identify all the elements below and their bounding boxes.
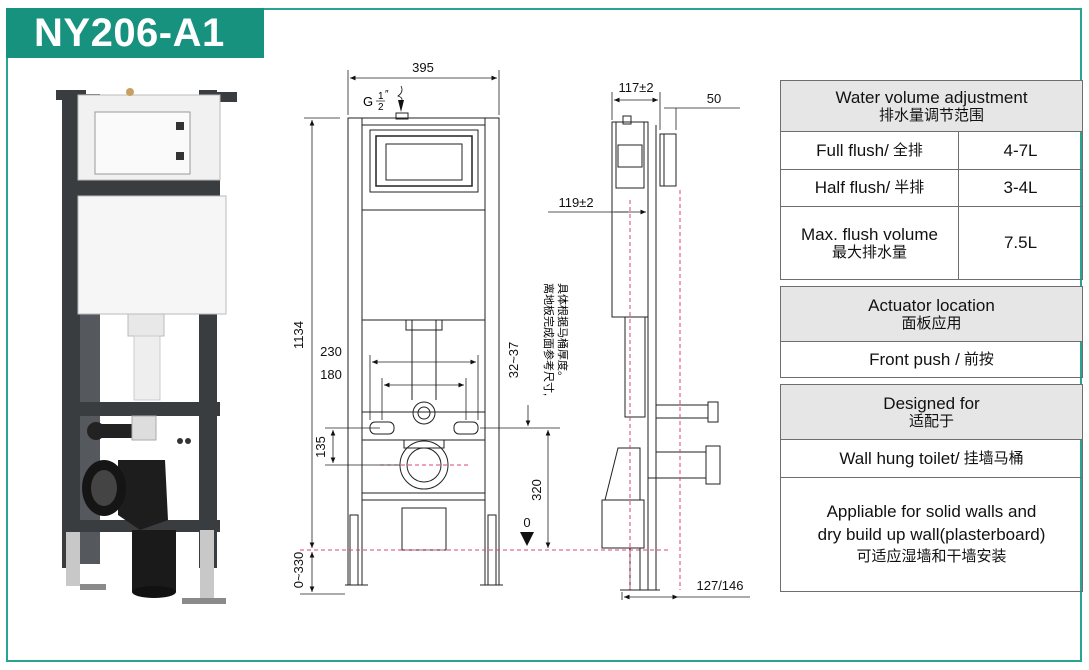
actuator-header-cn: 面板应用 [901, 315, 962, 333]
actuator-header-en: Actuator location [868, 295, 995, 315]
floor-note-line2: 具体根据马桶厚度。 [556, 283, 570, 382]
product-photo [56, 88, 237, 604]
side-view-centerlines [629, 190, 681, 590]
side-view-drawing [601, 115, 721, 591]
wall-types-line2: dry build up wall(plasterboard) [817, 525, 1046, 545]
half-flush-en: Half flush/ [814, 178, 891, 198]
half-flush-value: 3-4L [1003, 178, 1038, 198]
dim-1134: 1134 [291, 321, 306, 349]
wall-hung-toilet: Wall hung toilet/ 挂墙马桶 [781, 440, 1082, 477]
actuator-header: Actuator location 面板应用 [781, 287, 1082, 341]
wall-hung-en: Wall hung toilet/ [839, 448, 960, 468]
half-flush-label: Half flush/ 半排 [781, 170, 958, 206]
front-view-dimensions [300, 70, 560, 595]
water-volume-header: Water volume adjustment 排水量调节范围 [781, 81, 1082, 131]
half-flush-cn: 半排 [894, 179, 925, 197]
thread-unit: ″ [385, 89, 389, 100]
thread-g-label: G [363, 94, 373, 109]
inlet-arrow-icon [398, 100, 404, 112]
wall-types-cn: 可适应湿墙和干墙安装 [856, 548, 1007, 566]
floor-note-line1: 离地板完成面参考尺寸, [542, 283, 556, 396]
max-flush-cn: 最大排水量 [831, 244, 907, 262]
max-flush-label: Max. flush volume 最大排水量 [781, 207, 958, 279]
thread-fraction-numerator: 1 [378, 91, 384, 102]
dim-50: 50 [707, 91, 721, 106]
dim-127-146: 127/146 [697, 578, 744, 593]
full-flush-label: Full flush/ 全排 [781, 132, 958, 169]
dim-320: 320 [529, 479, 544, 501]
max-flush-value: 7.5L [1003, 233, 1038, 253]
water-header-cn: 排水量调节范围 [878, 107, 984, 125]
dim-0-330: 0~330 [291, 552, 306, 589]
wall-types-line1: Appliable for solid walls and [826, 502, 1037, 522]
wall-hung-cn: 挂墙马桶 [963, 449, 1024, 467]
zero-label: 0 [523, 515, 530, 530]
dim-117: 117±2 [618, 80, 653, 95]
wall-types: Appliable for solid walls and dry build … [781, 478, 1082, 591]
side-view-dimensions [548, 92, 750, 600]
full-flush-cn: 全排 [892, 141, 923, 159]
dim-119: 119±2 [558, 195, 593, 210]
dim-395: 395 [412, 60, 434, 75]
water-volume-table: Water volume adjustment 排水量调节范围 Full flu… [780, 80, 1083, 280]
actuator-value: Front push / 前按 [781, 342, 1082, 377]
designed-for-header: Designed for 适配于 [781, 385, 1082, 439]
full-flush-en: Full flush/ [816, 140, 889, 160]
full-flush-value: 4-7L [1003, 140, 1038, 160]
dim-135: 135 [313, 436, 328, 458]
max-flush-en: Max. flush volume [801, 224, 938, 244]
designed-for-table: Designed for 适配于 Wall hung toilet/ 挂墙马桶 … [780, 384, 1083, 592]
water-header-en: Water volume adjustment [835, 87, 1028, 107]
actuator-table: Actuator location 面板应用 Front push / 前按 [780, 286, 1083, 378]
dim-180: 180 [320, 367, 342, 382]
dim-230: 230 [320, 344, 342, 359]
thread-fraction-denominator: 2 [378, 102, 384, 113]
dim-32-37: 32~37 [506, 342, 521, 379]
actuator-value-en: Front push / [869, 349, 960, 369]
front-view-drawing [345, 112, 503, 586]
designed-header-cn: 适配于 [908, 413, 954, 431]
actuator-value-cn: 前按 [963, 350, 994, 368]
designed-header-en: Designed for [883, 393, 980, 413]
model-title: NY206-A1 [6, 8, 264, 58]
zero-level-marker [520, 532, 534, 546]
